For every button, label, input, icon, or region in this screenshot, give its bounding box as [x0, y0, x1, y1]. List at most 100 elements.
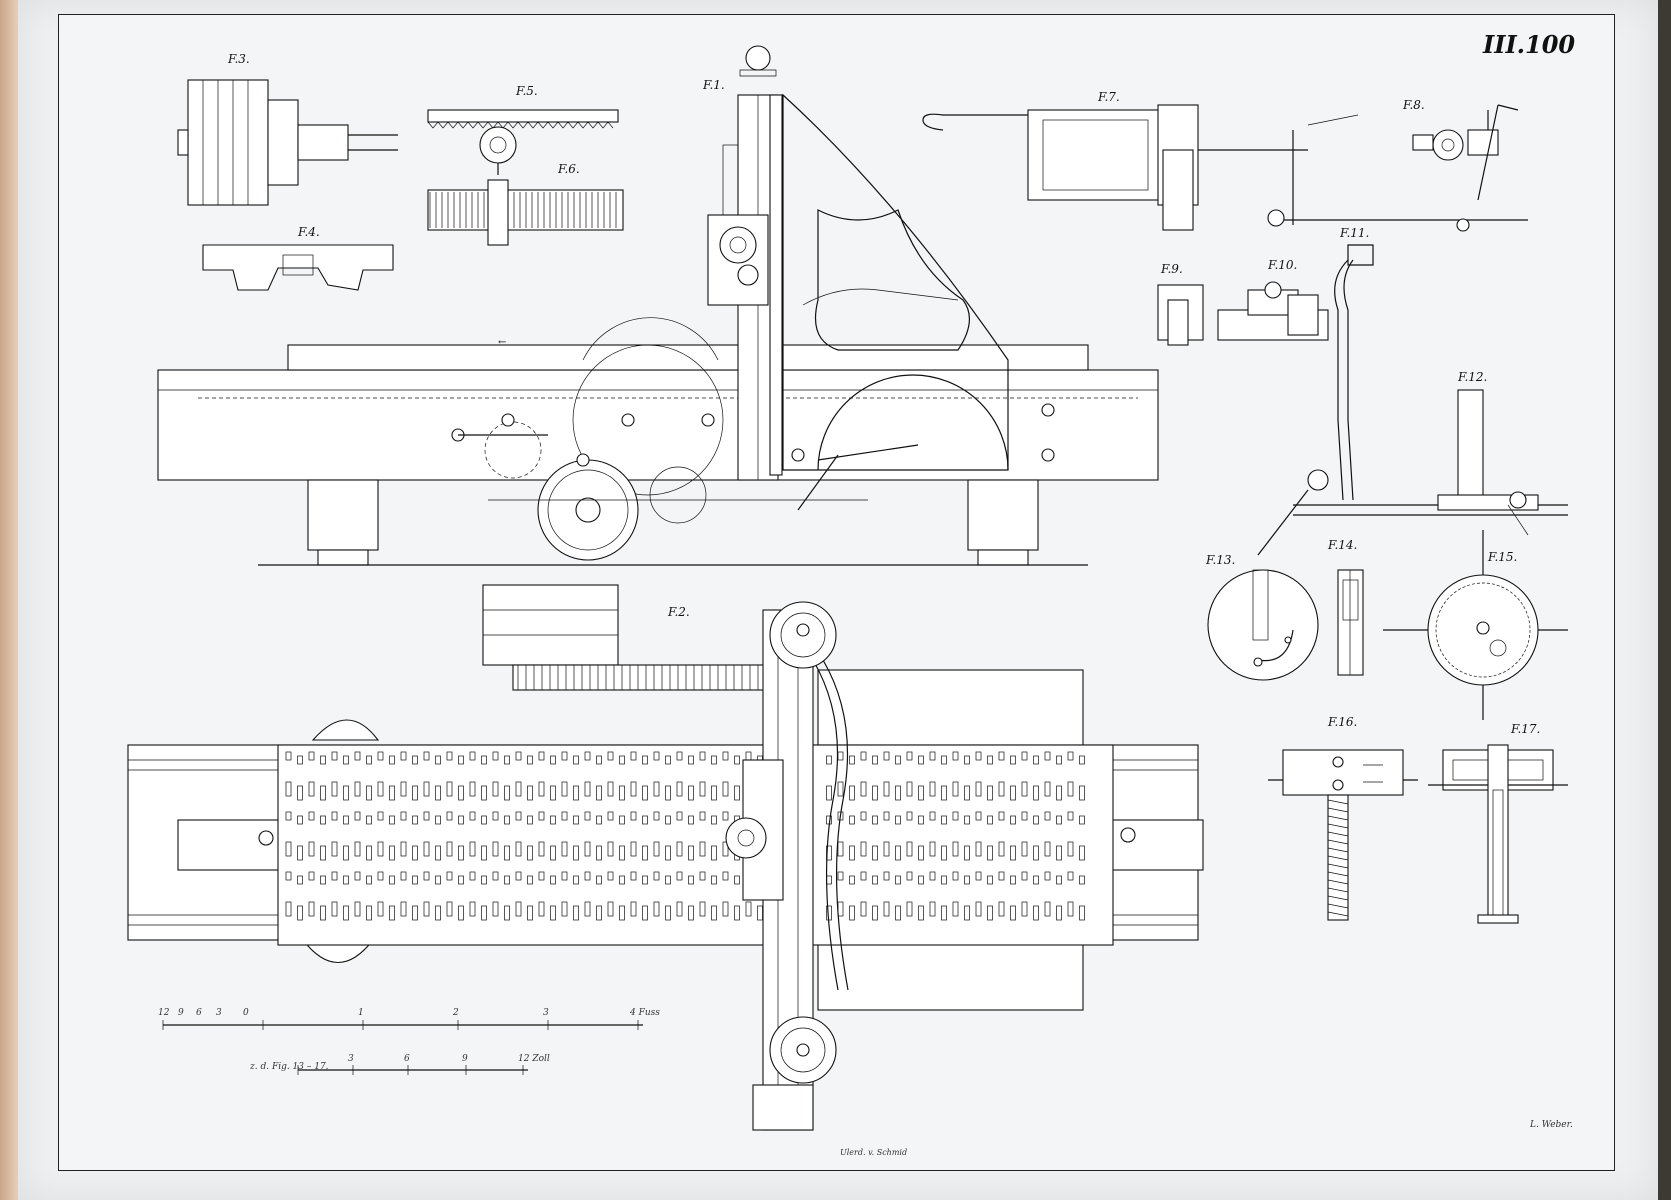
perforation-hole — [550, 845, 556, 861]
perforation-hole — [412, 755, 418, 765]
perforation-hole — [366, 785, 372, 801]
perforation-hole — [538, 751, 545, 761]
perforation-hole — [561, 841, 568, 857]
perforation-hole — [596, 875, 602, 885]
perforation-hole — [688, 755, 694, 765]
scale-feet-tick-label: 12 — [158, 1008, 170, 1018]
perforation-hole — [987, 905, 993, 921]
figure-label-7: F.7. — [1098, 90, 1120, 104]
perforation-hole — [492, 901, 499, 917]
perforation-hole — [711, 815, 717, 825]
perforation-hole — [527, 845, 533, 861]
perforation-hole — [895, 875, 901, 885]
perforation-hole — [573, 905, 579, 921]
perforation-hole — [860, 901, 867, 917]
perforation-hole — [607, 871, 614, 881]
scale-feet-tick-label: 3 — [543, 1008, 549, 1018]
perforation-hole — [308, 841, 315, 857]
perforation-hole — [573, 875, 579, 885]
perforation-hole — [596, 905, 602, 921]
perforation-hole — [354, 841, 361, 857]
perforation-hole — [285, 901, 292, 917]
perforation-hole — [872, 815, 878, 825]
perforation-hole — [389, 875, 395, 885]
perforation-hole — [596, 845, 602, 861]
perforation-hole — [400, 841, 407, 857]
perforation-hole — [872, 845, 878, 861]
scale-feet-tick-label: 6 — [196, 1008, 202, 1018]
perforation-hole — [860, 841, 867, 857]
figure-label-4: F.4. — [298, 225, 320, 239]
perforation-hole — [458, 905, 464, 921]
perforation-hole — [561, 751, 568, 761]
perforation-hole — [400, 871, 407, 881]
perforation-hole — [630, 781, 637, 797]
perforation-hole — [642, 815, 648, 825]
perforation-hole — [607, 811, 614, 821]
perforation-hole — [515, 871, 522, 881]
perforation-hole — [492, 781, 499, 797]
perforation-hole — [642, 875, 648, 885]
perforation-hole — [412, 815, 418, 825]
perforation-hole — [331, 841, 338, 857]
figure-4-drawing — [202, 244, 394, 291]
perforation-hole — [481, 755, 487, 765]
perforation-hole — [975, 811, 982, 821]
perforation-hole — [446, 811, 453, 821]
perforation-hole — [366, 755, 372, 765]
perforation-hole — [573, 785, 579, 801]
perforation-hole — [998, 781, 1005, 797]
perforation-hole — [688, 845, 694, 861]
perforation-hole — [320, 845, 326, 861]
perforation-hole — [469, 751, 476, 761]
perforation-hole — [435, 815, 441, 825]
perforation-hole — [906, 781, 913, 797]
perforation-hole — [320, 755, 326, 765]
perforation-hole — [596, 815, 602, 825]
perforation-hole — [285, 751, 292, 761]
perforation-hole — [619, 845, 625, 861]
scale-inches-tick-label: 3 — [348, 1054, 354, 1064]
perforation-hole — [734, 905, 740, 921]
perforation-hole — [527, 905, 533, 921]
perforation-hole — [584, 751, 591, 761]
perforation-hole — [1033, 845, 1039, 861]
perforation-hole — [331, 811, 338, 821]
perforation-hole — [343, 875, 349, 885]
perforation-hole — [343, 785, 349, 801]
perforation-hole — [331, 781, 338, 797]
perforation-hole — [366, 845, 372, 861]
perforation-hole — [297, 905, 303, 921]
figure-label-2: F.2. — [668, 605, 690, 619]
perforation-hole — [929, 811, 936, 821]
perforation-hole — [975, 841, 982, 857]
perforation-hole — [964, 815, 970, 825]
scale-inches-tick-label: 9 — [462, 1054, 468, 1064]
perforation-hole — [435, 785, 441, 801]
perforation-hole — [1033, 905, 1039, 921]
perforation-hole — [515, 811, 522, 821]
perforation-hole — [1067, 751, 1074, 761]
perforation-hole — [423, 901, 430, 917]
perforation-hole — [665, 905, 671, 921]
figure-11-12-drawing — [1257, 244, 1568, 556]
perforation-hole — [722, 871, 729, 881]
figure-label-5: F.5. — [516, 84, 538, 98]
perforation-hole — [722, 901, 729, 917]
scale-inches-tick-label: 12 Zoll — [518, 1054, 550, 1064]
perforation-hole — [1044, 781, 1051, 797]
perforation-hole — [504, 875, 510, 885]
perforation-hole — [1056, 755, 1062, 765]
perforation-hole — [952, 871, 959, 881]
perforation-hole — [1044, 841, 1051, 857]
perforation-hole — [734, 755, 740, 765]
perforation-hole — [872, 875, 878, 885]
perforation-hole — [423, 781, 430, 797]
figure-label-1: F.1. — [703, 78, 725, 92]
perforation-hole — [1033, 785, 1039, 801]
perforation-hole — [918, 845, 924, 861]
perforation-hole — [377, 751, 384, 761]
perforation-hole — [745, 901, 752, 917]
perforation-hole — [331, 871, 338, 881]
perforation-hole — [653, 751, 660, 761]
